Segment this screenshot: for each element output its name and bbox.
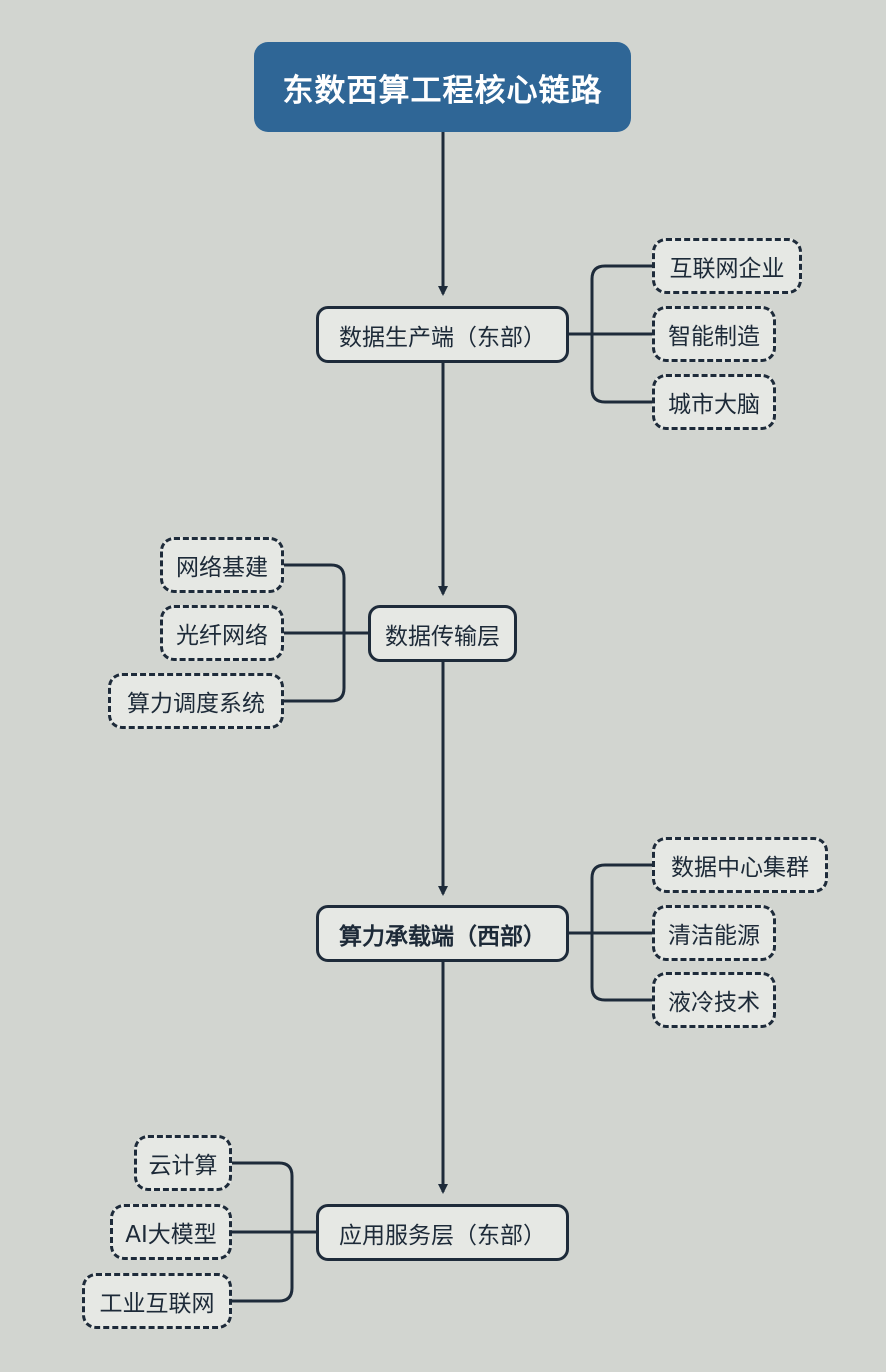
- node-data-production: 数据生产端（东部）: [316, 306, 569, 363]
- branch-compute: [568, 863, 654, 1002]
- leaf-fiber-network: 光纤网络: [160, 605, 284, 661]
- leaf-network-infrastructure: 网络基建: [160, 537, 284, 593]
- leaf-datacenter-cluster: 数据中心集群: [652, 837, 828, 893]
- leaf-ai-large-models: AI大模型: [110, 1204, 232, 1260]
- branch-production: [568, 264, 654, 404]
- leaf-smart-manufacturing: 智能制造: [652, 306, 776, 362]
- node-compute-host: 算力承载端（西部）: [316, 905, 569, 962]
- leaf-compute-scheduling: 算力调度系统: [108, 673, 284, 729]
- branch-transmission: [282, 563, 368, 703]
- leaf-industrial-internet: 工业互联网: [82, 1273, 232, 1329]
- node-data-transmission: 数据传输层: [368, 605, 517, 662]
- leaf-internet-companies: 互联网企业: [652, 238, 802, 294]
- node-application-service: 应用服务层（东部）: [316, 1204, 569, 1261]
- diagram-title: 东数西算工程核心链路: [254, 42, 631, 132]
- leaf-city-brain: 城市大脑: [652, 374, 776, 430]
- leaf-liquid-cooling: 液冷技术: [652, 972, 776, 1028]
- branch-application: [230, 1161, 318, 1303]
- leaf-cloud-computing: 云计算: [134, 1135, 232, 1191]
- leaf-clean-energy: 清洁能源: [652, 905, 776, 961]
